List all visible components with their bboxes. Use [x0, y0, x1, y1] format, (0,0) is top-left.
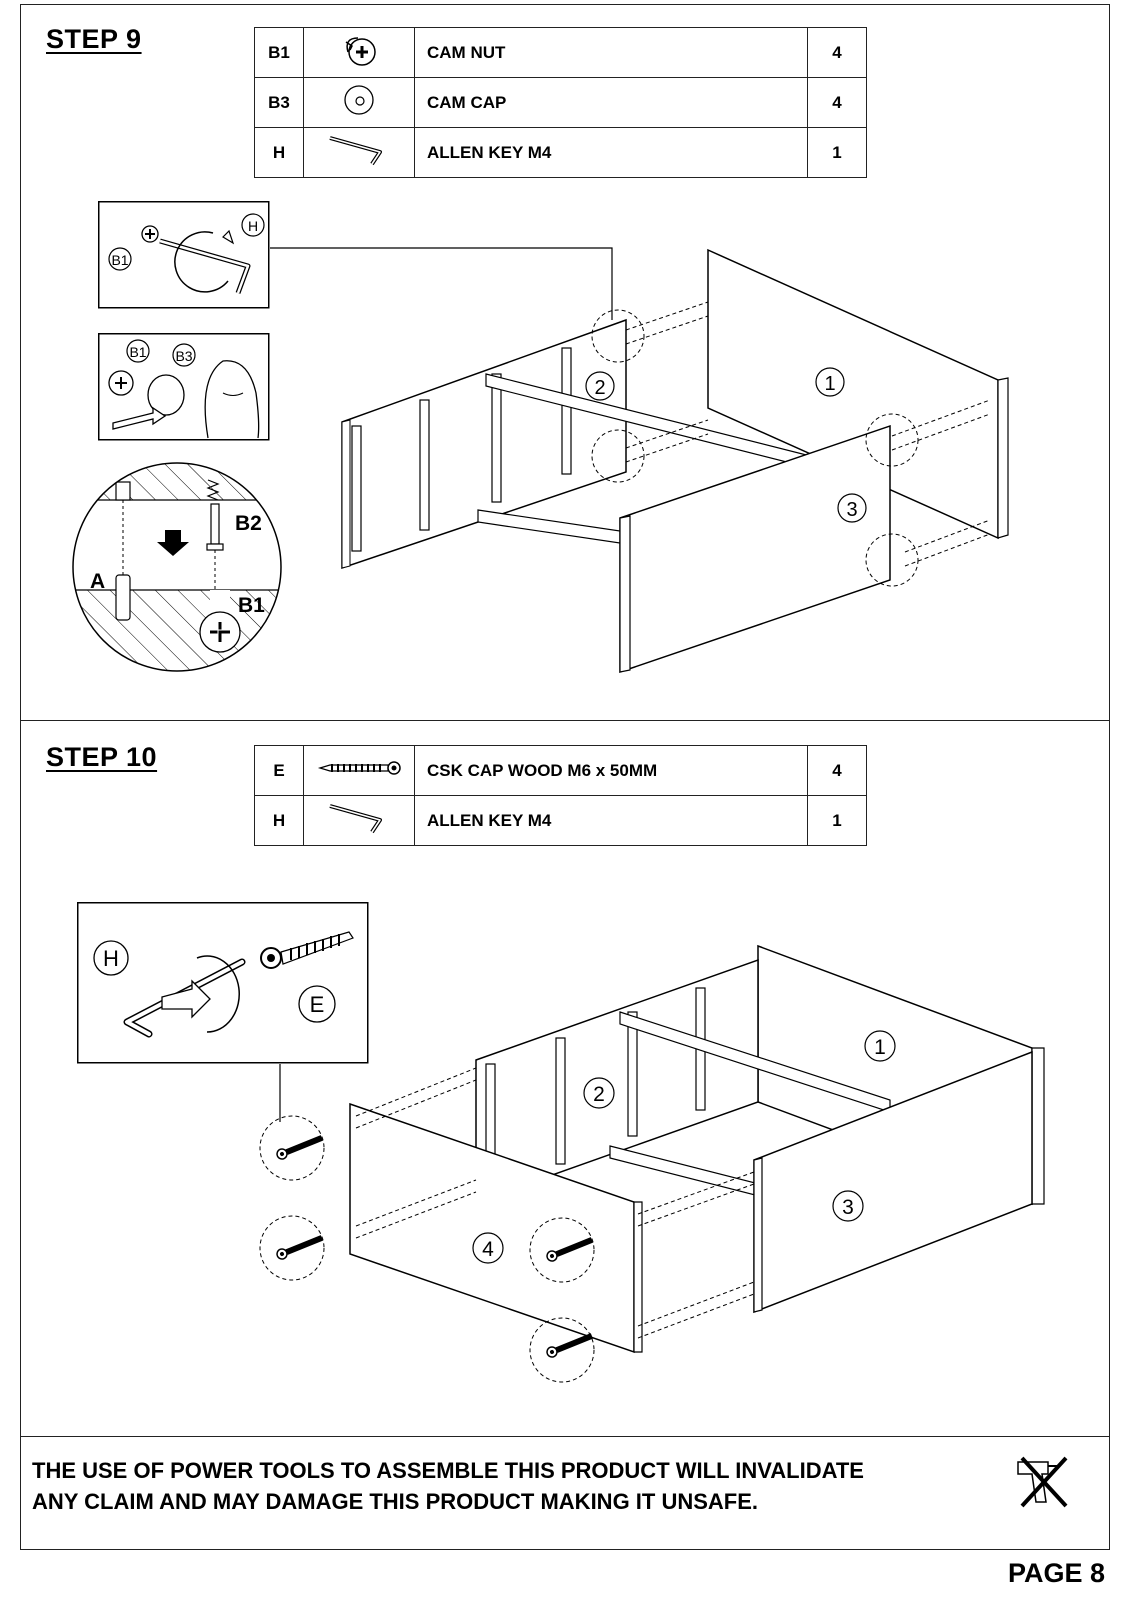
e-label: E [310, 992, 325, 1017]
cam-cap-icon [303, 77, 415, 128]
cam-lock-detail-circle: A B2 B1 [72, 462, 282, 672]
table-row: H ALLEN KEY M4 1 [254, 127, 867, 178]
step10-title: STEP 10 [46, 742, 158, 772]
step10-parts-table: E CSK CAP WOOD M6 x 50MM 4 H ALLEN KEY M… [254, 745, 867, 846]
screw-icon [276, 1135, 593, 1358]
warning-line: THE USE OF POWER TOOLS TO ASSEMBLE THIS … [32, 1458, 864, 1483]
allen-key-icon [303, 795, 415, 846]
table-row: E CSK CAP WOOD M6 x 50MM 4 [254, 745, 867, 796]
panel-number-3: 3 [842, 1196, 854, 1219]
panel-number-4: 4 [482, 1238, 494, 1261]
footer-divider [20, 1436, 1110, 1437]
table-row: B3 CAM CAP 4 [254, 77, 867, 128]
power-tools-warning: THE USE OF POWER TOOLS TO ASSEMBLE THIS … [32, 1455, 992, 1517]
a-label: A [90, 570, 105, 593]
step9-title: STEP 9 [46, 24, 142, 54]
panel-number-1: 1 [824, 373, 835, 395]
part-description: CAM CAP [414, 77, 808, 128]
b1-label: B1 [111, 252, 128, 268]
step9-parts-table: B1 CAM NUT 4 B3 CAM CAP 4 H ALLEN KEY M4… [254, 27, 867, 178]
cam-nut-turn-inset: B1 H [98, 201, 270, 309]
screw-turn-inset: H E [77, 902, 369, 1064]
part-code: B3 [254, 77, 304, 128]
no-power-drill-icon [1017, 1456, 1068, 1508]
part-qty: 1 [807, 127, 867, 178]
leader-line [270, 247, 613, 320]
b1-detail-label: B1 [238, 594, 265, 617]
part-description: ALLEN KEY M4 [414, 127, 808, 178]
panel-number-2: 2 [593, 1083, 605, 1106]
part-qty: 4 [807, 27, 867, 78]
panel-number-3: 3 [846, 499, 857, 521]
part-code: H [254, 795, 304, 846]
cam-cap-inset: B1 B3 [98, 333, 270, 441]
step9-assembly-drawing: 2 1 3 [341, 248, 1009, 674]
part-description: ALLEN KEY M4 [414, 795, 808, 846]
part-qty: 4 [807, 745, 867, 796]
page-frame [20, 4, 1110, 1550]
h-label: H [103, 946, 119, 971]
table-row: B1 CAM NUT 4 [254, 27, 867, 78]
b1-label: B1 [129, 344, 146, 360]
leader-line [279, 1064, 281, 1122]
step-divider [20, 720, 1110, 721]
allen-key-icon [303, 127, 415, 178]
b2-label: B2 [235, 512, 262, 535]
warning-line: ANY CLAIM AND MAY DAMAGE THIS PRODUCT MA… [32, 1489, 759, 1514]
wood-screw-icon [303, 745, 415, 796]
cam-nut-icon [303, 27, 415, 78]
part-qty: 1 [807, 795, 867, 846]
part-qty: 4 [807, 77, 867, 128]
page-number: PAGE 8 [1007, 1558, 1105, 1588]
b3-label: B3 [175, 348, 192, 364]
part-description: CAM NUT [414, 27, 808, 78]
panel-number-2: 2 [594, 377, 605, 399]
part-code: B1 [254, 27, 304, 78]
part-description: CSK CAP WOOD M6 x 50MM [414, 745, 808, 796]
panel-number-1: 1 [874, 1036, 886, 1059]
step10-assembly-drawing: 2 1 3 4 [259, 944, 1045, 1383]
table-row: H ALLEN KEY M4 1 [254, 795, 867, 846]
part-code: E [254, 745, 304, 796]
part-code: H [254, 127, 304, 178]
h-label: H [248, 218, 258, 234]
